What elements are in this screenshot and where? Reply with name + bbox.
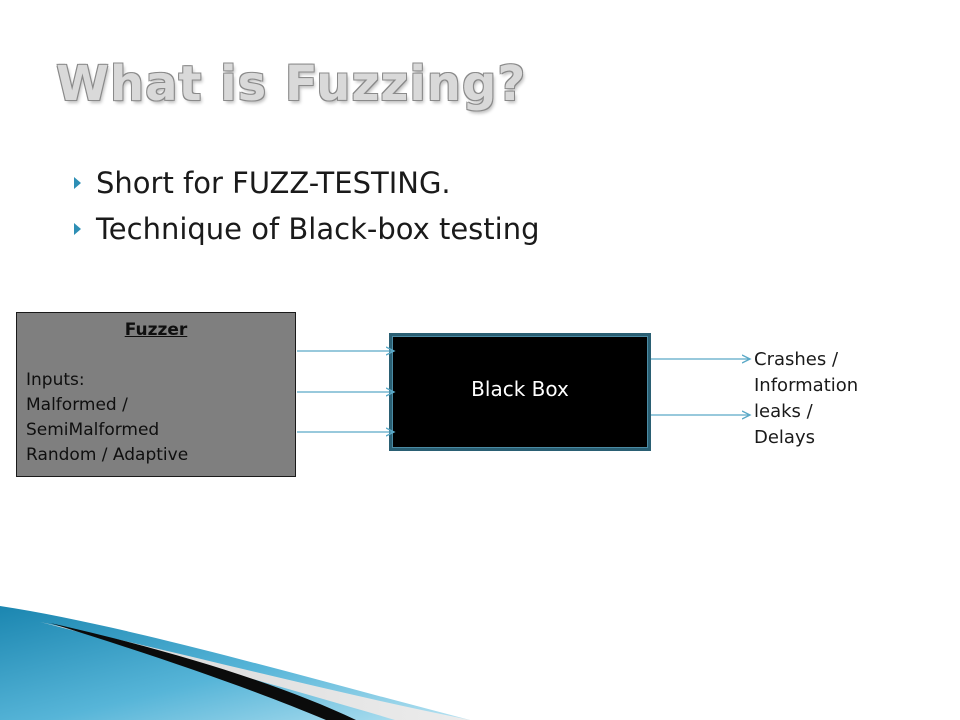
black-box-label: Black Box — [471, 377, 569, 401]
output-line: Crashes / — [754, 349, 839, 370]
black-box: Black Box — [389, 333, 651, 451]
fuzzer-box: Fuzzer Inputs: Malformed / SemiMalformed… — [16, 312, 296, 477]
fuzzer-line: Inputs: — [26, 370, 85, 390]
bullet-item: Technique of Black-box testing — [72, 206, 540, 252]
fuzzer-line: Random / Adaptive — [26, 445, 189, 465]
bullet-text: Short for FUZZ-TESTING. — [96, 166, 451, 200]
slide-title: What is Fuzzing? — [56, 56, 527, 112]
outputs-text: Crashes / Information leaks / Delays — [754, 347, 858, 451]
bullet-list: Short for FUZZ-TESTING. Technique of Bla… — [72, 160, 540, 252]
bullet-arrow-icon — [74, 223, 81, 235]
output-line: Information — [754, 375, 859, 396]
fuzzer-line: Malformed / — [26, 395, 128, 415]
output-line: Delays — [754, 427, 815, 448]
bullet-arrow-icon — [74, 177, 81, 189]
fuzzer-inputs: Inputs: Malformed / SemiMalformed Random… — [26, 368, 188, 468]
fuzzer-line: SemiMalformed — [26, 420, 160, 440]
fuzzer-title: Fuzzer — [124, 320, 188, 340]
output-line: leaks / — [754, 401, 813, 422]
bullet-item: Short for FUZZ-TESTING. — [72, 160, 540, 206]
bullet-text: Technique of Black-box testing — [96, 212, 540, 246]
